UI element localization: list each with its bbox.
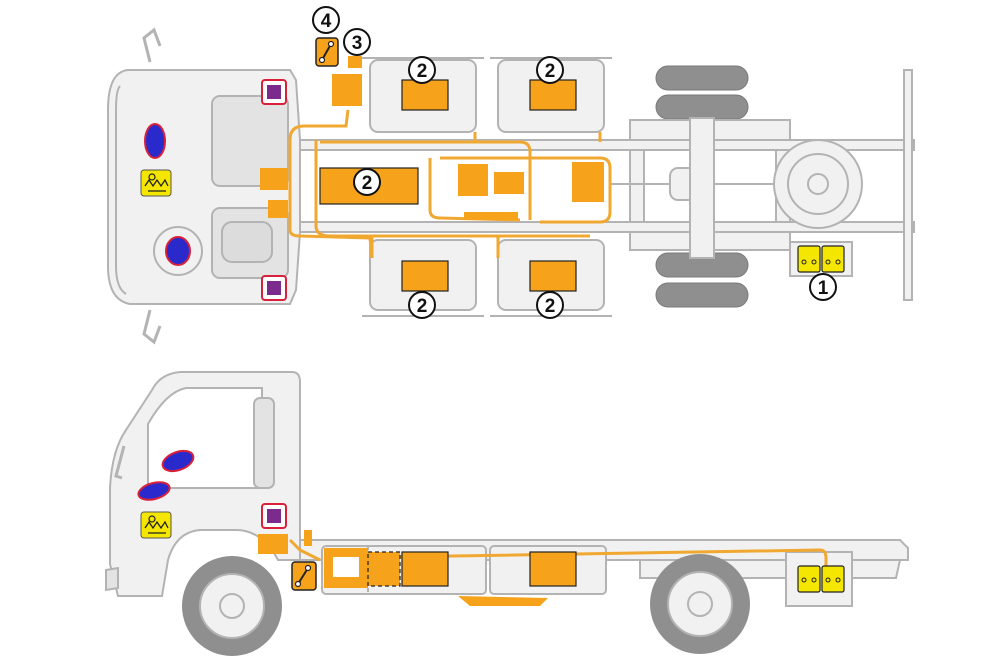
svg-text:2: 2: [417, 296, 428, 317]
callout-1: 1: [809, 273, 837, 301]
rear-wheel-side: [650, 554, 750, 654]
front-wheel-side: [182, 556, 282, 656]
top-view: 4 3 2 2 2 2 2: [107, 6, 915, 345]
cab-side: [105, 371, 301, 597]
airbags-side: [137, 449, 195, 501]
airbag-icon: [144, 123, 166, 159]
callout-2: 2: [536, 291, 564, 319]
crash-sensor-icon: [261, 503, 287, 529]
hv-cables-top: [288, 109, 612, 259]
crash-sensor-icon: [261, 79, 287, 105]
svg-text:2: 2: [545, 61, 556, 82]
hv-components-side: [258, 530, 577, 606]
callout-3: 3: [343, 28, 371, 56]
callout-2: 2: [408, 291, 436, 319]
12v-battery-icon: [797, 565, 845, 593]
hv-fuse-small: [348, 56, 362, 68]
airbag-icon: [161, 449, 195, 473]
axle-top: [610, 117, 776, 259]
svg-text:2: 2: [417, 61, 428, 82]
svg-text:1: 1: [818, 278, 829, 299]
svg-text:2: 2: [545, 296, 556, 317]
callout-2: 2: [408, 56, 436, 84]
seatbelt-pretensioner-icon: [140, 169, 172, 197]
spare-tire: [773, 139, 863, 229]
crash-sensors-top: [261, 79, 287, 301]
svg-text:3: 3: [352, 33, 363, 54]
svg-text:4: 4: [321, 11, 332, 32]
callout-2: 2: [353, 168, 381, 196]
hv-components-top: [260, 74, 604, 292]
callout-4: 4: [312, 6, 340, 34]
crash-sensor-icon: [261, 275, 287, 301]
side-view: [105, 371, 909, 656]
airbag-icon: [165, 236, 191, 266]
airbag-icon: [137, 481, 171, 501]
service-disconnect-icon: [291, 561, 317, 591]
svg-text:2: 2: [362, 173, 373, 194]
callout-2: 2: [536, 56, 564, 84]
airbags-top: [144, 123, 191, 266]
rear-wheels-top: [655, 65, 749, 308]
callouts-top: 4 3 2 2 2 2 2: [312, 6, 837, 319]
12v-battery-icon: [789, 241, 853, 277]
service-disconnect-icon: [315, 37, 339, 67]
seatbelt-pretensioner-icon: [140, 511, 172, 539]
